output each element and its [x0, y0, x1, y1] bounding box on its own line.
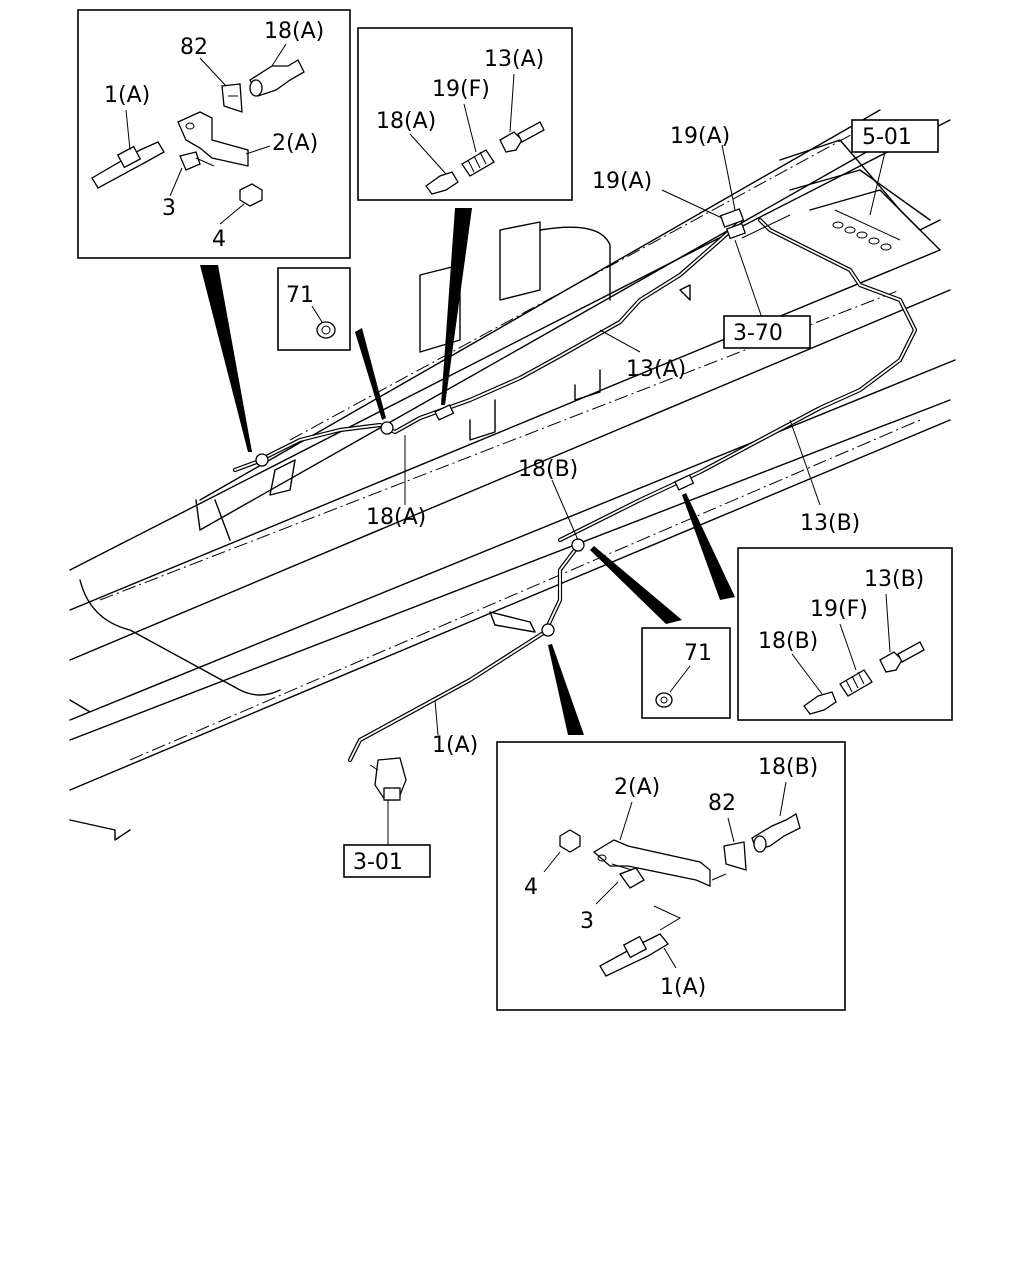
- leader-wedges: [200, 208, 735, 735]
- d2-label-13a: 13(A): [484, 47, 544, 72]
- ref-box-3-70: 3-70: [723, 315, 811, 349]
- wheel-cylinder: [369, 757, 407, 801]
- detail-box-5: 13(B) 19(F) 18(B): [737, 547, 953, 721]
- d1-label-82: 82: [180, 35, 208, 60]
- d5-label-19f: 19(F): [810, 597, 868, 622]
- detail-box-1: 82 18(A) 1(A) 2(A) 3 4: [77, 9, 351, 259]
- detail-box-4: 71: [641, 627, 731, 719]
- d1-label-3: 3: [162, 196, 176, 221]
- d2-label-19f: 19(F): [432, 77, 490, 102]
- detail-box-2: 13(A) 19(F) 18(A): [357, 27, 573, 201]
- ref-box-3-01: 3-01: [343, 844, 431, 878]
- label-1a: 1(A): [432, 733, 478, 758]
- d5-label-13b: 13(B): [864, 567, 924, 592]
- ref-label-3-01: 3-01: [353, 850, 403, 875]
- d1-label-18a: 18(A): [264, 19, 324, 44]
- ref-label-5-01: 5-01: [862, 125, 912, 150]
- leader-lines: [387, 144, 886, 845]
- label-19a-top: 19(A): [670, 124, 730, 149]
- d5-label-18b: 18(B): [758, 629, 818, 654]
- d6-label-4: 4: [524, 875, 538, 900]
- ref-label-3-70: 3-70: [733, 321, 783, 346]
- d6-label-1a: 1(A): [660, 975, 706, 1000]
- pipe-13a: [257, 219, 743, 463]
- d6-label-18b: 18(B): [758, 755, 818, 780]
- detail-box-6: 2(A) 18(B) 82 4 3 1(A): [496, 741, 846, 1011]
- main-fittings: [255, 208, 747, 637]
- d1-label-1a: 1(A): [104, 83, 150, 108]
- d2-label-18a: 18(A): [376, 109, 436, 134]
- d6-label-3: 3: [580, 909, 594, 934]
- d3-label-71: 71: [286, 283, 314, 308]
- d6-label-82: 82: [708, 791, 736, 816]
- d1-label-2a: 2(A): [272, 131, 318, 156]
- pipe-1a: [347, 547, 578, 763]
- d1-label-4: 4: [212, 227, 226, 252]
- pipe-13b: [557, 217, 918, 543]
- detail-box-3: 71: [277, 267, 351, 351]
- d6-label-2a: 2(A): [614, 775, 660, 800]
- label-13a: 13(A): [626, 357, 686, 382]
- main-labels: 19(A) 19(A) 13(A) 18(A) 18(B) 13(B) 1(A): [366, 124, 860, 758]
- d4-label-71: 71: [684, 641, 712, 666]
- label-13b: 13(B): [800, 511, 860, 536]
- label-18b: 18(B): [518, 457, 578, 482]
- label-19a: 19(A): [592, 169, 652, 194]
- label-18a: 18(A): [366, 505, 426, 530]
- ref-box-5-01: 5-01: [851, 119, 939, 153]
